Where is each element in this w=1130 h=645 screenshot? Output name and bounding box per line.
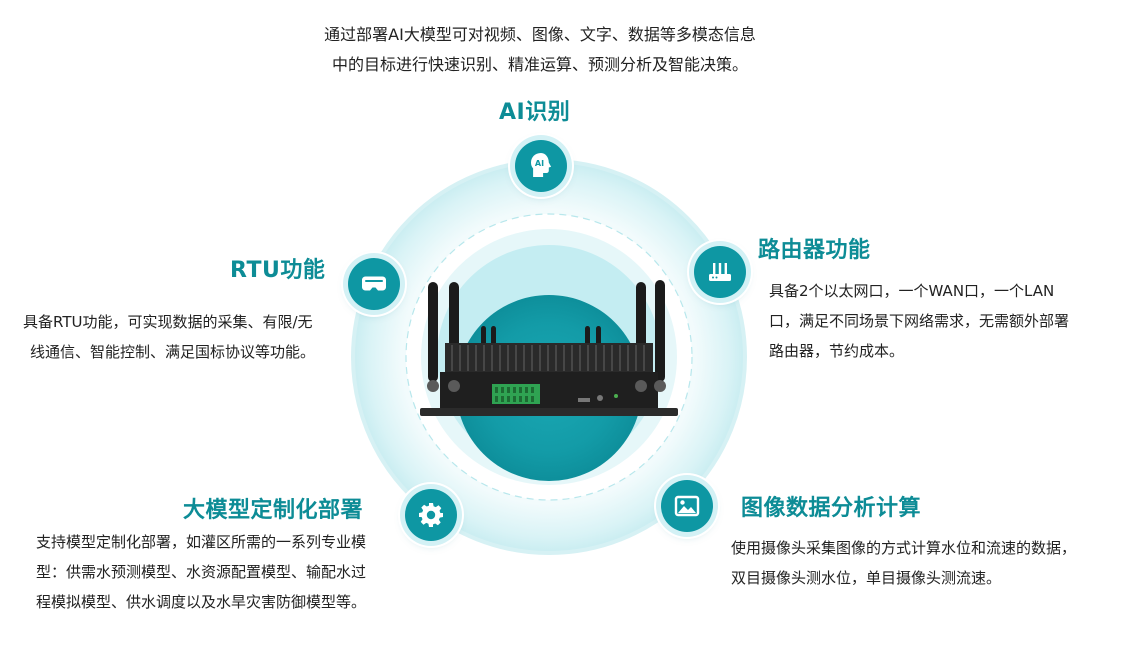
rtu-desc-line-1: 具备RTU功能，可实现数据的采集、有限/无 [23, 313, 313, 331]
router-desc-line-3: 路由器，节约成本。 [769, 342, 905, 360]
vr-headset-icon [362, 276, 386, 291]
feature-title-image: 图像数据分析计算 [741, 496, 922, 521]
model-badge [405, 489, 457, 541]
intro-line-2: 中的目标进行快速识别、精准运算、预测分析及智能决策。 [331, 55, 748, 74]
feature-title-router: 路由器功能 [758, 238, 871, 263]
ai-badge: AI [515, 140, 567, 192]
feature-desc-model: 支持模型定制化部署，如灌区所需的一系列专业模 型：供需水预测模型、水资源配置模型… [36, 527, 366, 617]
image-icon [674, 495, 700, 517]
image-desc-line-2: 双目摄像头测水位，单目摄像头测流速。 [731, 569, 1002, 587]
rtu-badge [348, 258, 400, 310]
router-icon [709, 263, 731, 281]
intro-line-1: 通过部署AI大模型可对视频、图像、文字、数据等多模态信息 [324, 25, 756, 44]
feature-title-model: 大模型定制化部署 [183, 498, 364, 523]
image-badge [661, 480, 713, 532]
router-badge [694, 246, 746, 298]
image-desc-line-1: 使用摄像头采集图像的方式计算水位和流速的数据， [731, 539, 1077, 557]
feature-title-ai: AI识别 [499, 100, 571, 125]
model-desc-line-3: 程模拟模型、供水调度以及水旱灾害防御模型等。 [36, 593, 367, 611]
model-desc-line-2: 型：供需水预测模型、水资源配置模型、输配水过 [36, 563, 367, 581]
router-desc-line-1: 具备2个以太网口，一个WAN口，一个LAN [769, 282, 1055, 300]
model-desc-line-1: 支持模型定制化部署，如灌区所需的一系列专业模 [36, 533, 367, 551]
feature-title-rtu: RTU功能 [230, 258, 326, 283]
ai-badge-text: AI [535, 159, 544, 168]
feature-desc-router: 具备2个以太网口，一个WAN口，一个LAN 口，满足不同场景下网络需求，无需额外… [769, 276, 1069, 366]
rtu-desc-line-2: 线通信、智能控制、满足国标协议等功能。 [30, 343, 316, 361]
ai-head-icon: AI [531, 153, 552, 177]
device-front-panel [440, 372, 658, 412]
feature-desc-rtu: 具备RTU功能，可实现数据的采集、有限/无 线通信、智能控制、满足国标协议等功能… [23, 307, 315, 367]
intro-text: 通过部署AI大模型可对视频、图像、文字、数据等多模态信息 中的目标进行快速识别、… [290, 20, 790, 80]
feature-desc-image: 使用摄像头采集图像的方式计算水位和流速的数据， 双目摄像头测水位，单目摄像头测流… [731, 533, 1076, 593]
gear-icon [419, 503, 443, 527]
router-desc-line-2: 口，满足不同场景下网络需求，无需额外部署 [769, 312, 1070, 330]
